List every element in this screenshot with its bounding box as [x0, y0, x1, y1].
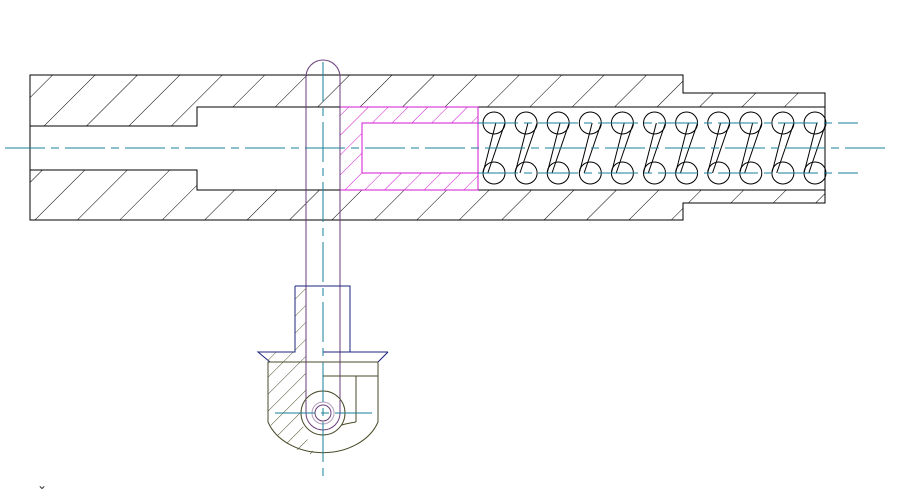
centerlines	[5, 62, 885, 480]
spring-wire	[578, 122, 593, 174]
spring-wire	[643, 122, 657, 174]
chevron-down-icon[interactable]: ⌄	[37, 478, 48, 492]
spring-wire	[712, 122, 731, 174]
spring-wire	[519, 122, 538, 174]
pin-rod	[305, 59, 341, 400]
cylinder-body	[29, 74, 826, 221]
